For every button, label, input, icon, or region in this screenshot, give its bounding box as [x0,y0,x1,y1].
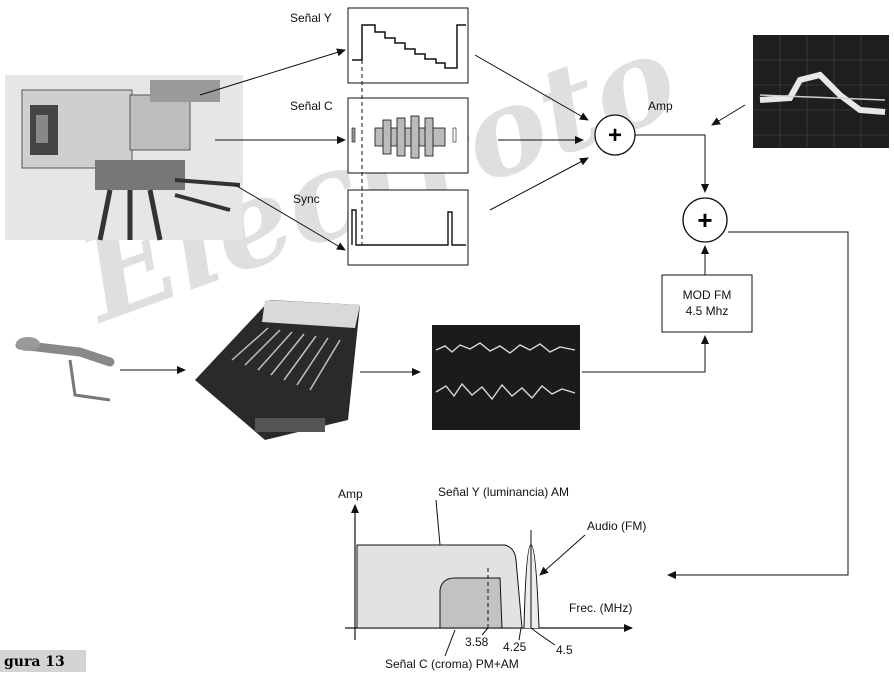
audio-leader-arrow [539,534,586,576]
signal-c-waveform-box [347,97,469,174]
scope-to-amp-arrow [711,104,746,126]
oscilloscope-video-trace-icon [753,35,889,148]
modulator-line2: 4.5 Mhz [686,304,729,318]
amp-label: Amp [648,99,673,113]
tick-3-58: 3.58 [465,635,489,649]
camera-to-y-arrow [199,48,346,96]
spectrum-amp-label: Amp [338,487,363,501]
tick-4-5-leader [530,627,556,646]
tick-3-58-leader [481,627,489,636]
tick-4-25-leader [518,627,522,641]
signal-c-label: Señal C [290,99,333,113]
adder1-to-adder2-arrow [635,134,709,193]
microphone-icon [15,337,115,402]
adder-1-plus: + [608,122,622,149]
output-to-spectrum-arrow [667,231,849,579]
composite-adder-2: + [682,197,728,243]
chroma-band [439,577,503,629]
oscilloscope-audio-trace-icon [432,325,580,430]
tick-4-25: 4.25 [503,640,527,654]
audio-scope-to-mod-arrow [582,335,709,373]
sync-waveform-box [347,189,469,266]
signal-y-waveform-box [347,7,469,84]
tick-4-5: 4.5 [556,643,573,657]
modulator-line1: MOD FM [683,288,732,302]
chroma-leader-line [444,629,456,657]
fm-modulator-box: MOD FM 4.5 Mhz [661,274,753,333]
adder-2-plus: + [697,205,712,235]
figure-caption: gura 13 [4,654,65,670]
signal-y-label: Señal Y [290,11,332,25]
sync-label: Sync [293,192,320,206]
figure-caption-box [0,650,86,672]
video-camera-icon [5,75,243,241]
spectrum-freq-label: Frec. (MHz) [569,601,632,615]
y-to-adder-arrow [474,54,589,121]
camera-to-sync-arrow [234,184,346,251]
video-adder-1: + [594,114,636,156]
sync-to-adder-arrow [489,157,589,211]
audio-label: Audio (FM) [587,519,646,533]
luma-leader-line [435,499,441,546]
chroma-label: Señal C (croma) PM+AM [385,657,519,671]
audio-mixer-icon [195,300,360,440]
luma-label: Señal Y (luminancia) AM [438,485,569,499]
